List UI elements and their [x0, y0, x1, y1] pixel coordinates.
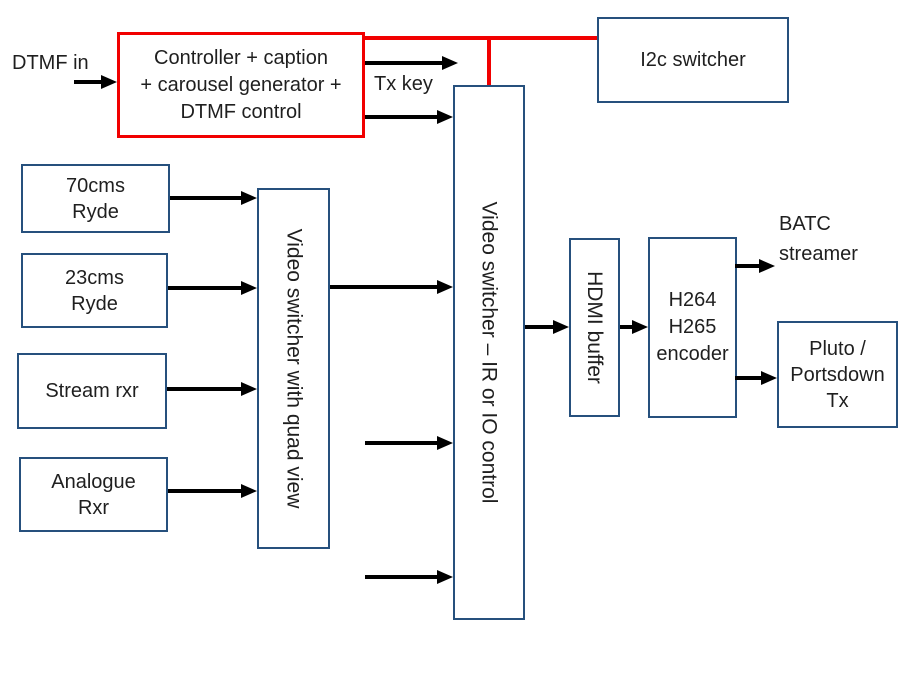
- encoder-line-2: H265: [668, 316, 717, 338]
- pluto-line-3: Tx: [826, 389, 849, 412]
- ryde-70cms-box: 70cms Ryde: [21, 164, 170, 233]
- ir-io-switcher-label: Video switcher – IR or IO control: [477, 201, 501, 504]
- hdmi-buffer-label: HDMI buffer: [583, 271, 607, 384]
- ryde-70cms-line-1: 70cms: [66, 174, 125, 197]
- pluto-portsdown-box: Pluto / Portsdown Tx: [777, 321, 898, 428]
- stream-rxr-box: Stream rxr: [17, 353, 167, 429]
- pluto-line-1: Pluto /: [809, 337, 866, 360]
- controller-line-2: + carousel generator +: [140, 73, 342, 96]
- arrow-stream-to-quad: [167, 382, 257, 396]
- batc-streamer-line-1: BATC: [779, 213, 831, 235]
- batc-streamer-line-2: streamer: [779, 243, 858, 265]
- ir-io-switcher-box: Video switcher – IR or IO control: [453, 85, 525, 620]
- arrow-controller-to-ir-switcher: [365, 110, 453, 124]
- tx-key-label: Tx key: [374, 73, 433, 95]
- ryde-23cms-line-1: 23cms: [65, 266, 124, 289]
- batc-streamer-label: BATC streamer: [779, 209, 858, 269]
- red-line-branch-to-ir-switcher: [487, 36, 491, 87]
- arrow-aux-input-2-to-ir-switcher: [365, 570, 453, 584]
- arrow-encoder-to-pluto: [735, 371, 777, 385]
- pluto-line-2: Portsdown: [790, 363, 885, 386]
- analogue-rxr-line-2: Rxr: [77, 496, 110, 519]
- arrow-23cms-to-quad: [168, 281, 257, 295]
- arrow-aux-input-1-to-ir-switcher: [365, 436, 453, 450]
- stream-rxr-label: Stream rxr: [45, 380, 139, 402]
- hdmi-buffer-box: HDMI buffer: [569, 238, 620, 417]
- arrow-encoder-to-batc-streamer: [735, 259, 775, 273]
- controller-line-1: Controller + caption: [154, 46, 328, 69]
- quad-view-switcher-box: Video switcher with quad view: [257, 188, 330, 549]
- arrow-dtmf-to-controller: [74, 75, 117, 89]
- ryde-70cms-line-2: Ryde: [72, 200, 119, 223]
- ryde-23cms-line-2: Ryde: [71, 292, 118, 315]
- arrow-hdmi-buffer-to-encoder: [620, 320, 648, 334]
- dtmf-in-label: DTMF in: [12, 52, 89, 74]
- encoder-line-1: H264: [668, 289, 717, 311]
- analogue-rxr-box: Analogue Rxr: [19, 457, 168, 532]
- i2c-switcher-label: I2c switcher: [640, 49, 746, 71]
- analogue-rxr-line-1: Analogue: [51, 470, 136, 493]
- ryde-23cms-box: 23cms Ryde: [21, 253, 168, 328]
- arrow-analogue-to-quad: [168, 484, 257, 498]
- red-line-controller-to-i2c: [365, 36, 597, 40]
- controller-line-3: DTMF control: [180, 100, 302, 123]
- encoder-box: H264 H265 encoder: [648, 237, 737, 418]
- arrow-tx-key: [365, 56, 458, 70]
- controller-box: Controller + caption + carousel generato…: [117, 32, 365, 138]
- i2c-switcher-box: I2c switcher: [597, 17, 789, 103]
- encoder-line-3: encoder: [656, 343, 729, 365]
- quad-view-switcher-label: Video switcher with quad view: [282, 228, 306, 509]
- arrow-70cms-to-quad: [170, 191, 257, 205]
- arrow-ir-switcher-to-hdmi-buffer: [525, 320, 569, 334]
- arrow-quad-to-ir-switcher: [330, 280, 453, 294]
